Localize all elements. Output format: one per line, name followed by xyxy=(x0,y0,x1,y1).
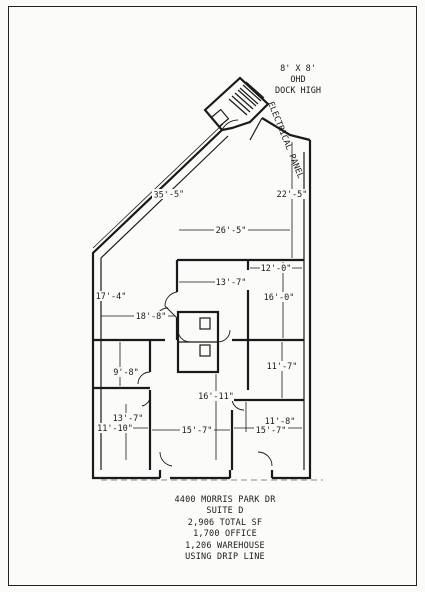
dimension-labels: 35'-5" 22'-5" 26'-5" 17'-4" 13'-7" 12'-0… xyxy=(96,189,308,436)
door-arc xyxy=(164,291,178,307)
dim-left-lower-width: 13'-7" xyxy=(113,414,144,424)
bottom-wall xyxy=(91,470,160,480)
upper-right-wall xyxy=(261,117,311,142)
dock-note: 8' X 8' OHD DOCK HIGH xyxy=(275,64,321,96)
caption-total-sf: 2,906 TOTAL SF xyxy=(187,517,263,528)
dock-size: 8' X 8' xyxy=(280,64,316,74)
dim-width-top: 26'-5" xyxy=(216,226,247,236)
dim-corridor-width: 18'-8" xyxy=(136,312,167,322)
dim-left-room-height: 9'-8" xyxy=(113,368,139,378)
interior-walls xyxy=(93,258,304,478)
caption-warehouse-sf: 1,206 WAREHOUSE xyxy=(185,540,265,551)
caption-drip-line: USING DRIP LINE xyxy=(185,552,265,563)
caption-address: 4400 MORRIS PARK DR xyxy=(174,495,276,505)
electrical-panel-label: ELECTRICAL PANEL xyxy=(265,100,305,180)
exterior-walls xyxy=(91,76,312,480)
dim-room-top-right-height: 16'-0" xyxy=(264,293,295,303)
dim-room-top-right: 12'-0" xyxy=(261,264,292,274)
caption-suite: SUITE D xyxy=(206,506,244,517)
dim-right-bottom: 15'-7" xyxy=(256,426,287,436)
dock-stair xyxy=(203,76,270,132)
caption-office-sf: 1,700 OFFICE xyxy=(193,529,257,540)
diagonal-wall xyxy=(91,129,223,470)
dock-type: OHD xyxy=(290,75,305,85)
dim-left-lower-height: 11'-10" xyxy=(97,424,133,434)
dock-note-text: DOCK HIGH xyxy=(275,86,321,96)
electrical-panel-mark xyxy=(249,117,263,141)
dim-left-upper: 17'-4" xyxy=(96,292,127,302)
dim-room-top-center: 13'-7" xyxy=(216,278,247,288)
dim-right-upper: 22'-5" xyxy=(277,190,308,200)
property-caption: 4400 MORRIS PARK DR SUITE D 2,906 TOTAL … xyxy=(150,495,300,563)
dim-right-mid-height: 11'-7" xyxy=(267,362,298,372)
sheet-border xyxy=(8,6,417,586)
dim-diagonal-wall: 35'-5" xyxy=(153,189,184,200)
dim-center-height: 16'-11" xyxy=(198,392,234,402)
dim-center-bottom: 15'-7" xyxy=(182,426,213,436)
dim-right-lower-width: 11'-8" xyxy=(265,417,296,427)
